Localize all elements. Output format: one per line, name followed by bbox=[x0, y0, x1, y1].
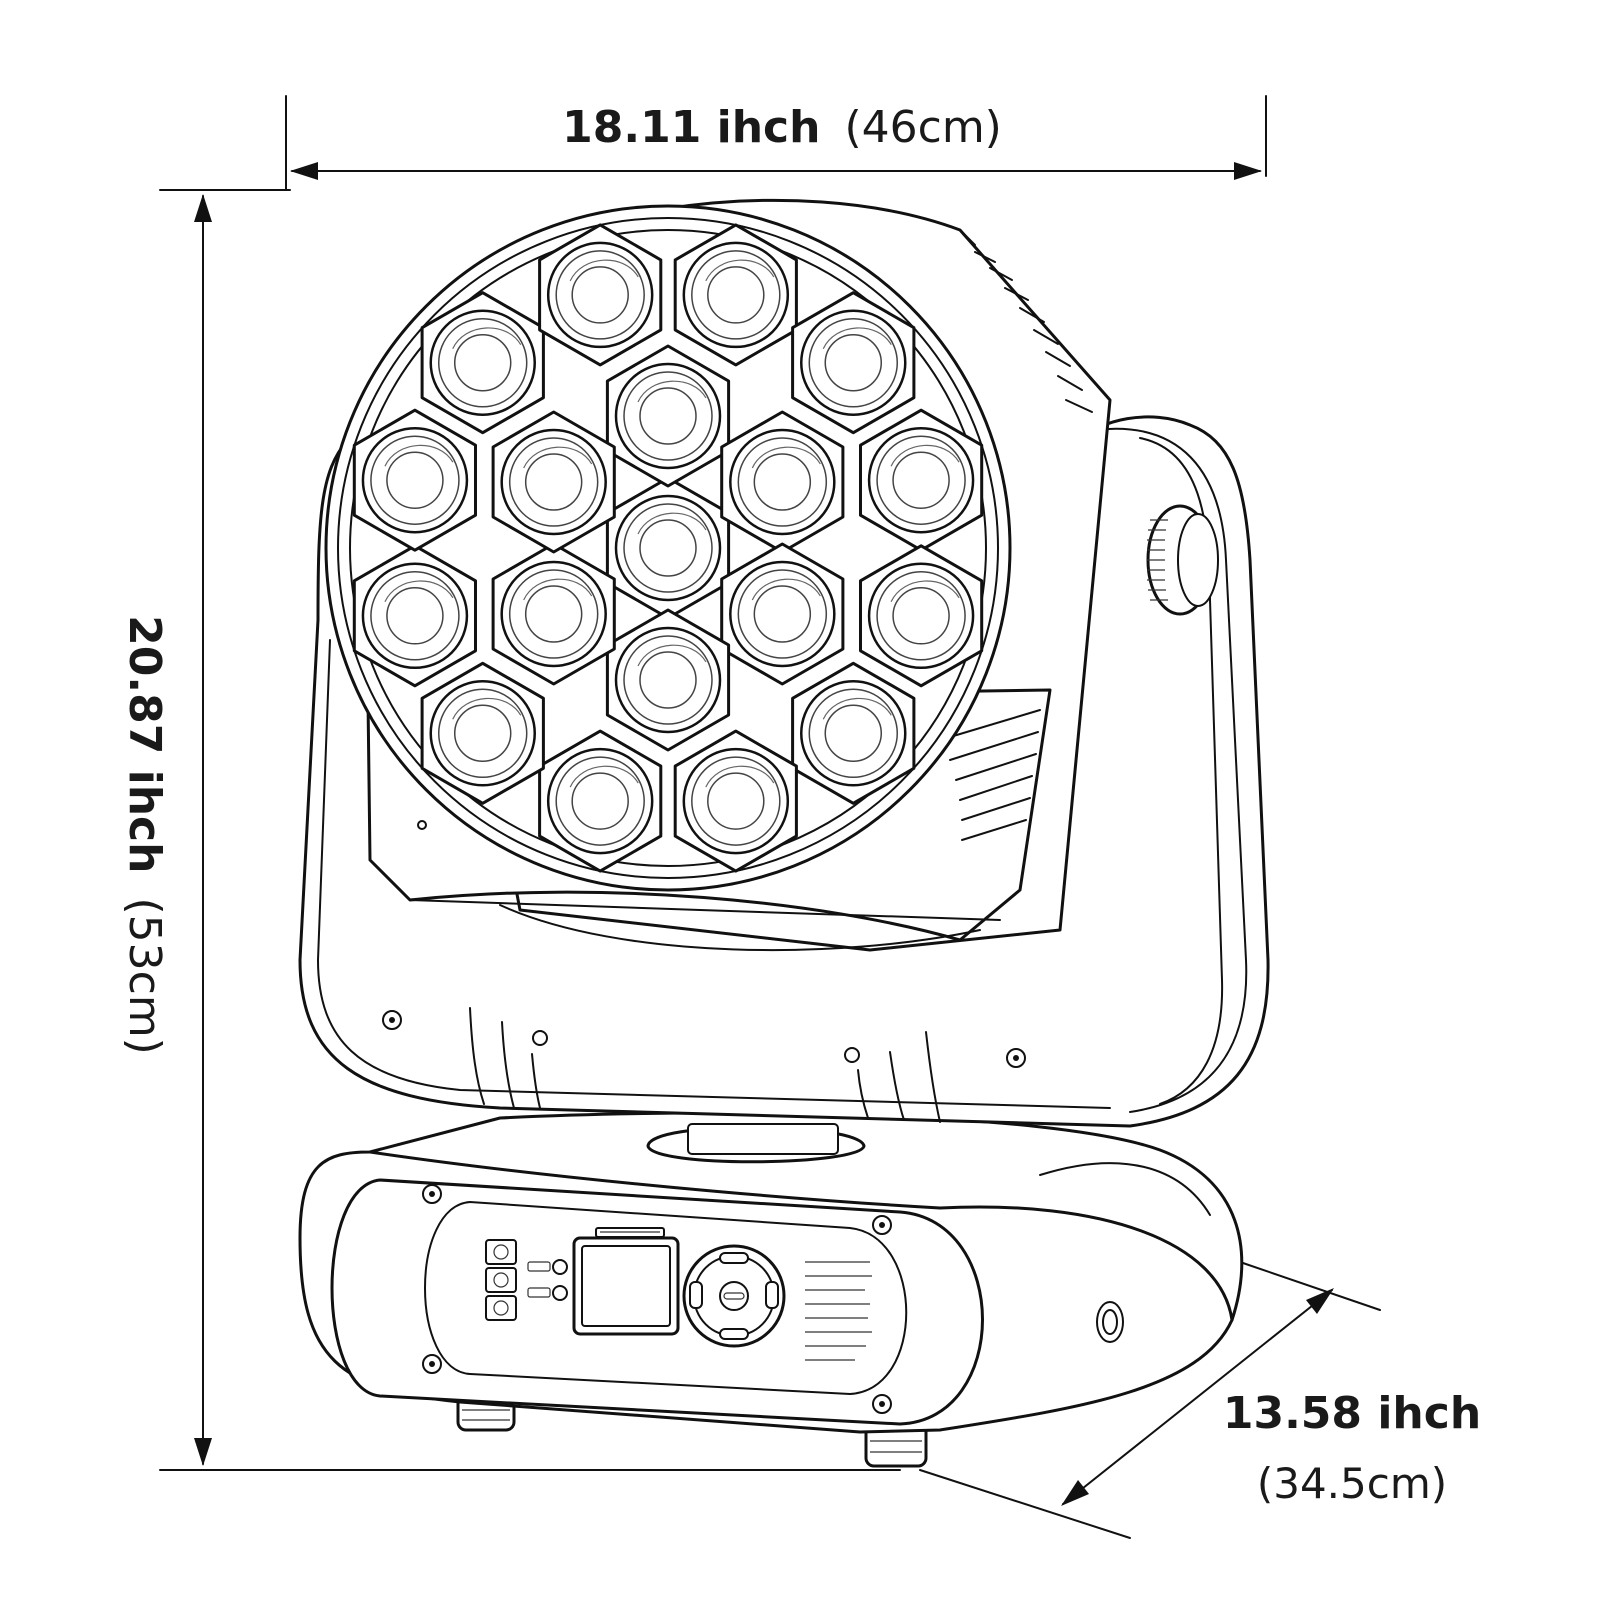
svg-text:20.87 ihch (53cm): 20.87 ihch (53cm) bbox=[119, 615, 170, 1055]
depth-dimension: 13.58 ihch (34.5cm) bbox=[919, 1261, 1481, 1539]
depth-inch-label: 13.58 ihch bbox=[1223, 1388, 1481, 1439]
status-icon-2 bbox=[485, 1267, 517, 1293]
led-cell bbox=[491, 410, 616, 554]
down-button bbox=[719, 1328, 749, 1340]
led-cell bbox=[420, 661, 545, 805]
led-indicator-1 bbox=[552, 1259, 568, 1275]
led-cell bbox=[720, 542, 845, 686]
control-panel bbox=[485, 1227, 872, 1361]
led-cell bbox=[605, 344, 731, 488]
led-cell bbox=[673, 729, 798, 873]
status-icon-1 bbox=[485, 1239, 517, 1265]
left-button bbox=[689, 1281, 703, 1309]
panel-text-lines bbox=[805, 1261, 872, 1361]
enter-button bbox=[719, 1281, 749, 1311]
led-indicator-2 bbox=[552, 1285, 568, 1301]
led-cell bbox=[791, 661, 916, 805]
height-cm-label: (53cm) bbox=[119, 897, 170, 1054]
width-inch-label: 18.11 ihch bbox=[562, 102, 820, 153]
led-cell bbox=[859, 408, 984, 552]
height-dimension: 20.87 ihch (53cm) bbox=[119, 189, 901, 1471]
depth-cm-label: (34.5cm) bbox=[1257, 1459, 1447, 1508]
status-icon-3 bbox=[485, 1295, 517, 1321]
up-button bbox=[719, 1252, 749, 1264]
navigation-pad bbox=[682, 1244, 786, 1348]
right-button bbox=[765, 1281, 779, 1309]
led-cell bbox=[673, 223, 798, 367]
led-cell bbox=[791, 291, 916, 435]
led-cell bbox=[538, 223, 663, 367]
led-cell bbox=[352, 544, 477, 688]
height-inch-label: 20.87 ihch bbox=[119, 615, 170, 873]
led-cell bbox=[352, 408, 477, 552]
led-cell bbox=[491, 542, 616, 686]
led-array bbox=[352, 223, 984, 873]
led-cell bbox=[859, 544, 984, 688]
width-cm-label: (46cm) bbox=[844, 102, 1001, 153]
led-cell bbox=[720, 410, 845, 554]
width-dimension: 18.11 ihch (46cm) bbox=[285, 95, 1267, 191]
svg-text:18.11 ihch (46cm): 18.11 ihch (46cm) bbox=[562, 102, 1002, 153]
